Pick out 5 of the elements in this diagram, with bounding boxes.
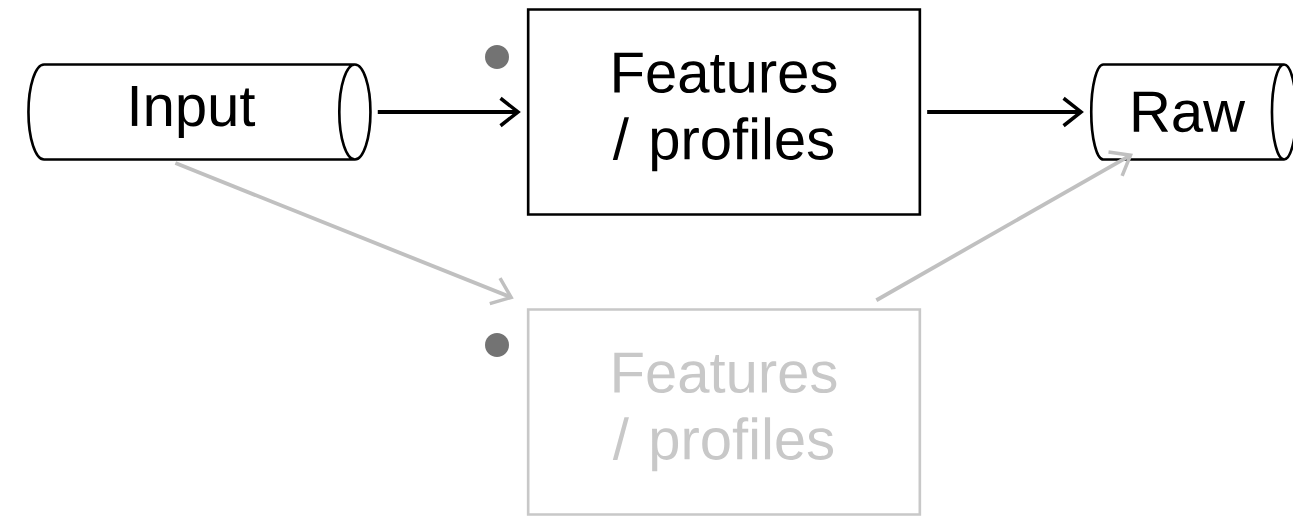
- arrow: [377, 96, 521, 128]
- process-box: Features / profiles: [526, 8, 922, 216]
- arrow: [927, 96, 1084, 128]
- arrow: [174, 161, 514, 306]
- arrow: [875, 150, 1133, 302]
